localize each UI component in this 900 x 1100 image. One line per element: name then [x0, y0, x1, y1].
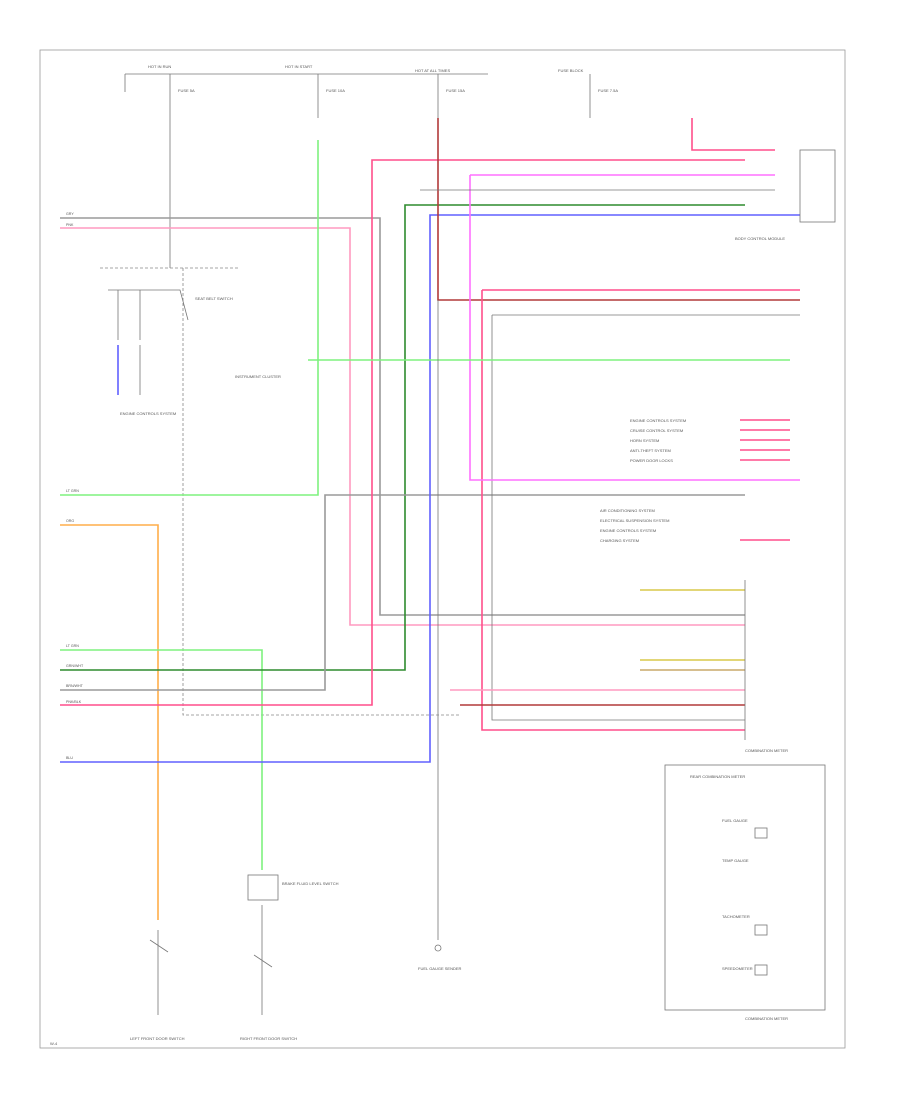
inset-title: REAR COMBINATION METER	[690, 774, 745, 779]
brake-fluid-switch: BRAKE FLUID LEVEL SWITCH	[247, 874, 339, 901]
right-label-9: CHARGING SYSTEM	[600, 538, 639, 543]
right-system-labels: ENGINE CONTROLS SYSTEM CRUISE CONTROL SY…	[600, 418, 686, 543]
wire-orange	[60, 524, 159, 920]
right-label-1: ENGINE CONTROLS SYSTEM	[630, 418, 686, 423]
inset-combination-meter: REAR COMBINATION METER FUEL GAUGE TEMP G…	[664, 764, 826, 1021]
wire-gray-bottom	[60, 494, 745, 691]
wire-label-green: LT GRN	[66, 489, 79, 493]
wire-pink-main	[60, 227, 745, 626]
right-label-7: ELECTRICAL SUSPENSION SYSTEM	[600, 518, 669, 523]
wire-label-green-2: LT GRN	[66, 644, 79, 648]
wire-blue-long	[60, 214, 800, 763]
wire-gray-main	[60, 217, 745, 616]
wire-violet	[469, 174, 800, 481]
label-hot-in-run: HOT IN RUN	[148, 64, 171, 69]
fuel-gauge-sender: FUEL GAUGE SENDER	[418, 300, 462, 971]
wire-darkgreen	[60, 204, 745, 671]
fuse-2: FUSE 10A	[317, 74, 345, 118]
combination-meter-label: COMBINATION METER	[745, 748, 788, 753]
left-door-label: LEFT FRONT DOOR SWITCH	[130, 1036, 185, 1041]
right-stubs	[450, 419, 790, 706]
right-front-door-switch: RIGHT FRONT DOOR SWITCH	[240, 905, 297, 1041]
fuse-4: FUSE 7.5A	[589, 74, 618, 118]
wire-label-grnwht: GRN/WHT	[66, 664, 84, 668]
inset-footer: COMBINATION METER	[745, 1016, 788, 1021]
wire-label-blue: BLU	[66, 756, 73, 760]
right-label-5: POWER DOOR LOCKS	[630, 458, 673, 463]
fuse-3: FUSE 15A	[437, 74, 465, 118]
instrument-cluster-label: INSTRUMENT CLUSTER	[235, 374, 281, 379]
fuse-1: FUSE 5A	[169, 74, 195, 118]
left-front-door-switch: LEFT FRONT DOOR SWITCH	[130, 930, 185, 1041]
diagram-frame	[39, 49, 846, 1049]
right-label-3: HORN SYSTEM	[630, 438, 659, 443]
wire-green-left	[60, 140, 319, 496]
fuse-1-label: FUSE 5A	[178, 88, 195, 93]
wire-pink-top	[691, 118, 775, 151]
wire-label-brnwht: BRN/WHT	[66, 684, 84, 688]
right-label-6: AIR CONDITIONING SYSTEM	[600, 508, 655, 513]
wire-pink-bottom	[60, 159, 745, 706]
engine-controls-label: ENGINE CONTROLS SYSTEM	[120, 411, 176, 416]
wire-label-orange: ORG	[66, 519, 74, 523]
wire-label-gray: GRY	[66, 212, 74, 216]
bcm-label: BODY CONTROL MODULE	[735, 236, 785, 241]
wire-redbrown	[437, 118, 800, 301]
right-door-label: RIGHT FRONT DOOR SWITCH	[240, 1036, 297, 1041]
wire-thin-right	[491, 314, 800, 721]
wire-green-bottom	[60, 649, 263, 870]
brake-fluid-label: BRAKE FLUID LEVEL SWITCH	[282, 881, 339, 886]
module-boundary-left	[182, 268, 460, 716]
right-label-8: ENGINE CONTROLS SYSTEM	[600, 528, 656, 533]
label-hot-in-start: HOT IN START	[285, 64, 313, 69]
wire-label-pink: PNK	[66, 223, 74, 227]
label-fuse-block: FUSE BLOCK	[558, 68, 584, 73]
right-label-2: CRUISE CONTROL SYSTEM	[630, 428, 683, 433]
fuse-2-label: FUSE 10A	[326, 88, 345, 93]
body-control-module: BODY CONTROL MODULE	[735, 149, 836, 241]
right-label-4: ANTI-THEFT SYSTEM	[630, 448, 671, 453]
seat-belt-switch: SEAT BELT SWITCH ENGINE CONTROLS SYSTEM	[108, 289, 233, 416]
fuel-gauge-label: FUEL GAUGE SENDER	[418, 966, 462, 971]
fuse-4-label: FUSE 7.5A	[598, 88, 618, 93]
inset-row-2: TEMP GAUGE	[722, 858, 749, 863]
fuse-3-label: FUSE 15A	[446, 88, 465, 93]
inset-row-1: FUEL GAUGE	[722, 818, 748, 823]
label-hot-at-all-times: HOT AT ALL TIMES	[415, 68, 450, 73]
data-link-connector: COMBINATION METER	[744, 580, 788, 753]
top-power-bus: HOT IN RUN HOT IN START HOT AT ALL TIMES…	[124, 64, 584, 92]
wire-pink-right	[481, 289, 800, 731]
page-id: W-4	[50, 1041, 58, 1046]
wire-label-pnkblk: PNK/BLK	[66, 700, 82, 704]
inset-row-4: SPEEDOMETER	[722, 966, 753, 971]
inset-row-3: TACHOMETER	[722, 914, 750, 919]
seat-belt-switch-label: SEAT BELT SWITCH	[195, 296, 233, 301]
